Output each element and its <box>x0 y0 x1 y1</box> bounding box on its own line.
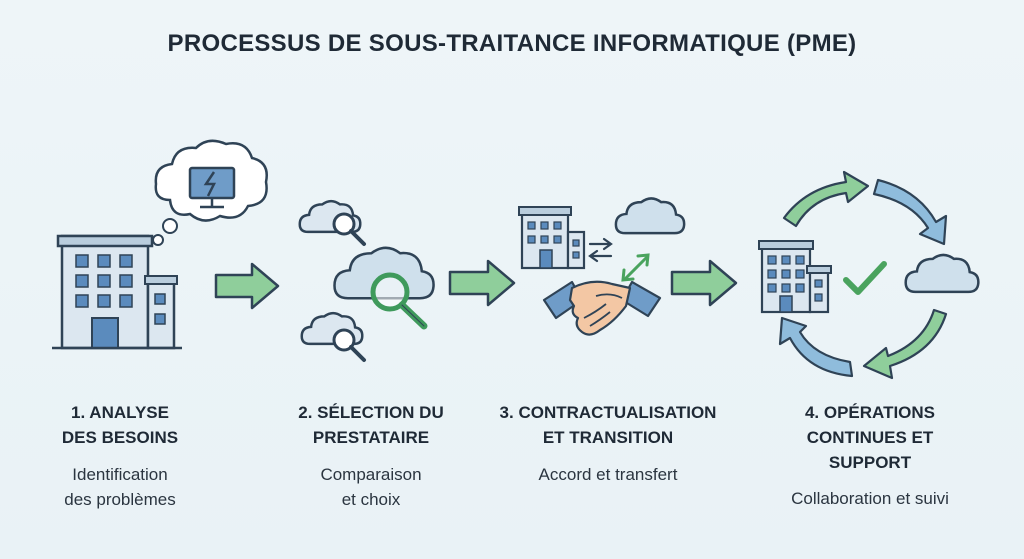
step-2-desc-line: et choix <box>341 490 401 509</box>
step-3-desc-line: Accord et transfert <box>538 465 678 484</box>
broken-monitor-icon <box>188 166 236 209</box>
step-4-title: 4. OPÉRATIONS CONTINUES ET SUPPORT <box>770 400 970 475</box>
checkmark-icon <box>843 261 887 295</box>
cycle-arrows-icon <box>778 170 948 380</box>
step-1-title-line: 1. ANALYSE <box>71 403 169 422</box>
step-2-title-line: 2. SÉLECTION DU <box>298 403 444 422</box>
handshake-icon <box>542 280 662 336</box>
step-4-description: Collaboration et suivi <box>770 486 970 511</box>
cloud-icon <box>904 253 980 294</box>
office-building-icon <box>518 206 586 270</box>
step-2-title: 2. SÉLECTION DU PRESTATAIRE <box>276 400 466 450</box>
step-1-title-line: DES BESOINS <box>61 428 179 447</box>
exchange-arrows-icon <box>621 253 650 282</box>
step-2-description: Comparaison et choix <box>276 462 466 512</box>
step-1-desc-line: Identification <box>72 465 168 484</box>
right-arrow-icon <box>214 262 280 310</box>
step-3-title: 3. CONTRACTUALISATION ET TRANSITION <box>478 400 738 450</box>
cloud-search-icon <box>333 246 435 330</box>
step-4-desc-line: Collaboration et suivi <box>791 489 949 508</box>
step-3-description: Accord et transfert <box>478 462 738 487</box>
office-building-icon <box>52 234 182 350</box>
step-2-desc-line: Comparaison <box>320 465 422 484</box>
cloud-search-icon <box>300 311 366 362</box>
page-title: PROCESSUS DE SOUS-TRAITANCE INFORMATIQUE… <box>167 30 857 57</box>
step-1-description: Identification des problèmes <box>40 462 200 512</box>
right-arrow-icon <box>448 259 516 307</box>
cloud-search-icon <box>298 199 366 246</box>
exchange-arrows-icon <box>588 237 613 263</box>
step-3-title-line: ET TRANSITION <box>542 428 674 447</box>
office-building-icon <box>758 240 832 314</box>
process-illustration <box>52 139 980 380</box>
step-4-title-line: SUPPORT <box>828 453 912 472</box>
step-4-title-line: CONTINUES ET <box>806 428 934 447</box>
step-1-title: 1. ANALYSE DES BESOINS <box>40 400 200 450</box>
step-1-desc-line: des problèmes <box>64 490 176 509</box>
magnifier-icon <box>370 272 428 330</box>
right-arrow-icon <box>670 259 738 307</box>
step-2-title-line: PRESTATAIRE <box>312 428 430 447</box>
step-3-title-line: 3. CONTRACTUALISATION <box>499 403 717 422</box>
step-4-title-line: 4. OPÉRATIONS <box>804 403 936 422</box>
cloud-icon <box>614 197 686 235</box>
